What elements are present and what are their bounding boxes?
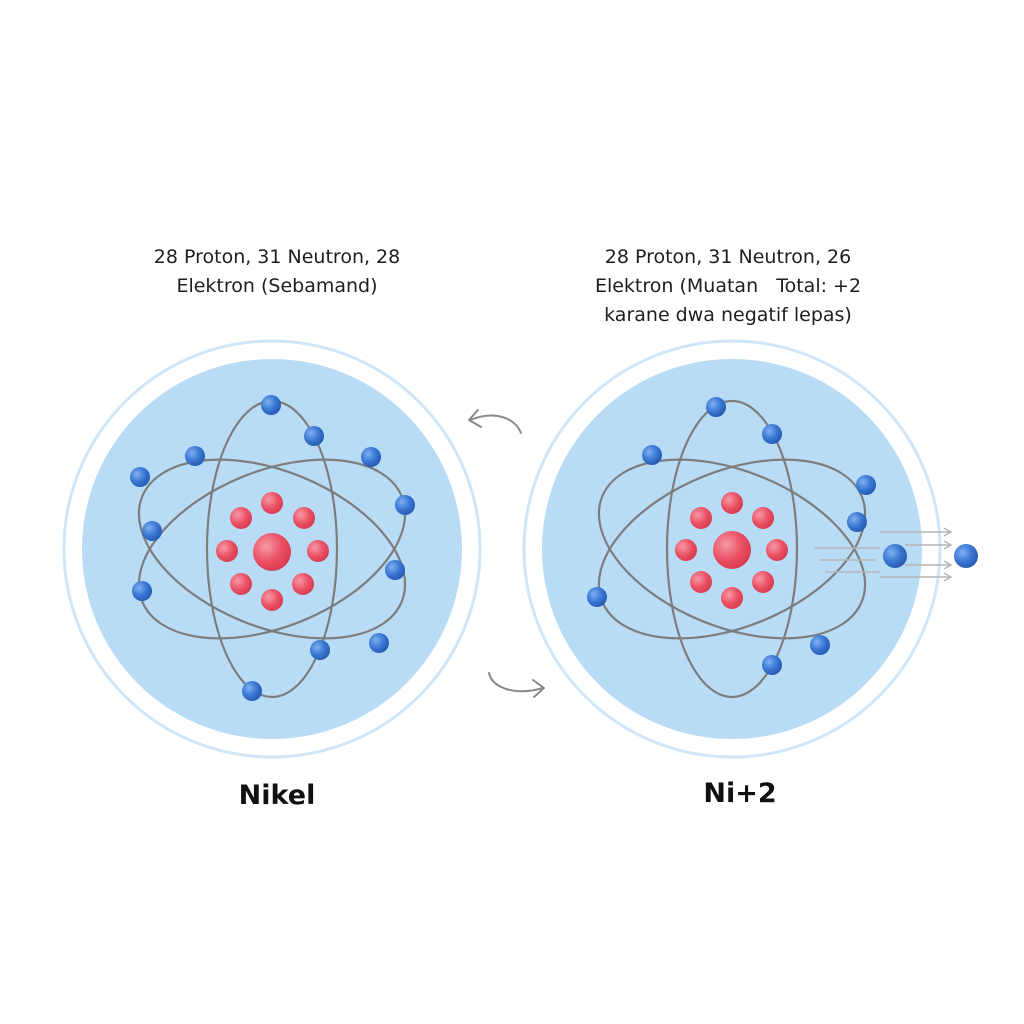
electron (261, 395, 281, 415)
caption-line: 28 Proton, 31 Neutron, 28 (153, 246, 401, 268)
electron (369, 633, 389, 653)
proton (713, 531, 751, 569)
proton (216, 540, 238, 562)
orbit (137, 458, 407, 640)
electron (810, 635, 830, 655)
orbit (665, 399, 799, 699)
ni2-atom (522, 339, 978, 759)
electrons (587, 397, 876, 675)
electron (856, 475, 876, 495)
proton (675, 539, 697, 561)
proton (230, 507, 252, 529)
orbit (597, 458, 867, 640)
electrons (130, 395, 415, 701)
caption-line: karane dwa negatif lepas) (604, 304, 852, 326)
proton (307, 540, 329, 562)
proton (752, 571, 774, 593)
electron (310, 640, 330, 660)
electron (706, 397, 726, 417)
nikel-caption: 28 Proton, 31 Neutron, 28 Elektron (Sebam… (154, 243, 400, 301)
nikel-atom (62, 339, 482, 759)
ni2-label: Ni+2 (703, 778, 777, 809)
proton (261, 589, 283, 611)
proton (253, 533, 291, 571)
caption-line: Elektron (Muatan Total: +2 (594, 275, 862, 297)
proton (293, 507, 315, 529)
released-electron (883, 544, 907, 568)
released-electron (954, 544, 978, 568)
electron (242, 681, 262, 701)
electron (361, 447, 381, 467)
proton (690, 507, 712, 529)
proton (690, 571, 712, 593)
nikel-label: Nikel (238, 780, 316, 811)
electron (847, 512, 867, 532)
electron (132, 581, 152, 601)
proton (292, 573, 314, 595)
electron (385, 560, 405, 580)
electron (642, 445, 662, 465)
curved-arrow-left-icon (468, 409, 522, 434)
nucleus (675, 492, 788, 609)
proton (721, 587, 743, 609)
electron (130, 467, 150, 487)
proton (766, 539, 788, 561)
electron (762, 424, 782, 444)
electron (587, 587, 607, 607)
caption-line: 28 Proton, 31 Neutron, 26 (604, 246, 852, 268)
proton (230, 573, 252, 595)
released-electrons (815, 527, 978, 582)
motion-lines-icon (815, 527, 953, 582)
proton (752, 507, 774, 529)
proton (261, 492, 283, 514)
electron (304, 426, 324, 446)
curved-arrow-right-icon (488, 672, 545, 698)
electron (185, 446, 205, 466)
electron (762, 655, 782, 675)
caption-line: Elektron (Sebamand) (176, 275, 378, 297)
ni2-caption: 28 Proton, 31 Neutron, 26 Elektron (Muata… (595, 243, 861, 330)
nucleus (216, 492, 329, 611)
electron (142, 521, 162, 541)
proton (721, 492, 743, 514)
electron (395, 495, 415, 515)
